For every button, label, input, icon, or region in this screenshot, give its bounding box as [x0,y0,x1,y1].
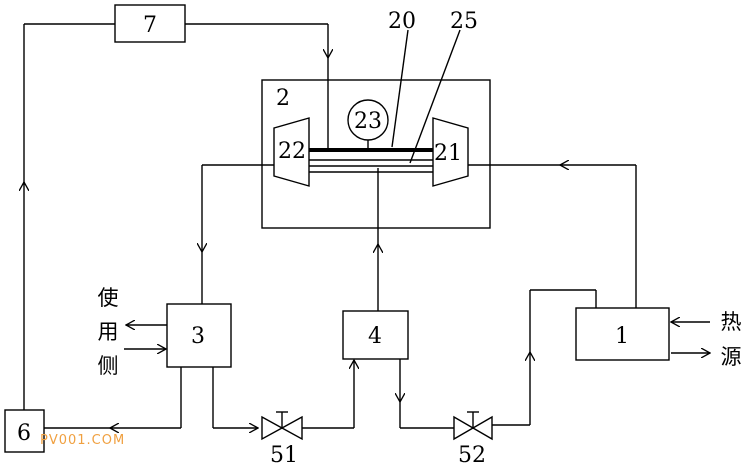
box-3 [166,303,232,368]
compressor-21 [432,117,469,187]
label-1: 1 [615,324,629,349]
label-20: 20 [388,9,416,34]
label-2: 2 [276,86,290,111]
user-side-char-1: 使 [98,286,119,310]
valve-51-left [261,415,284,441]
label-23: 23 [354,109,382,134]
expander-22 [273,117,310,187]
heat-source-char-2: 源 [721,345,742,369]
label-7: 7 [143,13,157,38]
watermark: PV001.COM [40,433,125,448]
label-52: 52 [458,443,486,467]
leader-25 [409,29,461,164]
label-21: 21 [434,141,462,166]
leader-20 [391,29,409,148]
valve-52-left [453,415,475,441]
user-side-char-2: 用 [98,320,119,344]
heat-source-char-1: 热 [721,310,742,334]
box-1 [575,307,670,361]
label-3: 3 [191,324,205,349]
label-25: 25 [450,9,478,34]
label-22: 22 [278,139,306,164]
valve-52-right [471,415,493,441]
box-6 [4,409,45,453]
label-51: 51 [270,443,298,467]
box-4 [342,310,409,360]
label-4: 4 [368,324,382,349]
user-side-char-3: 侧 [98,354,119,378]
valve-51-right [280,415,303,441]
label-6: 6 [17,421,31,446]
